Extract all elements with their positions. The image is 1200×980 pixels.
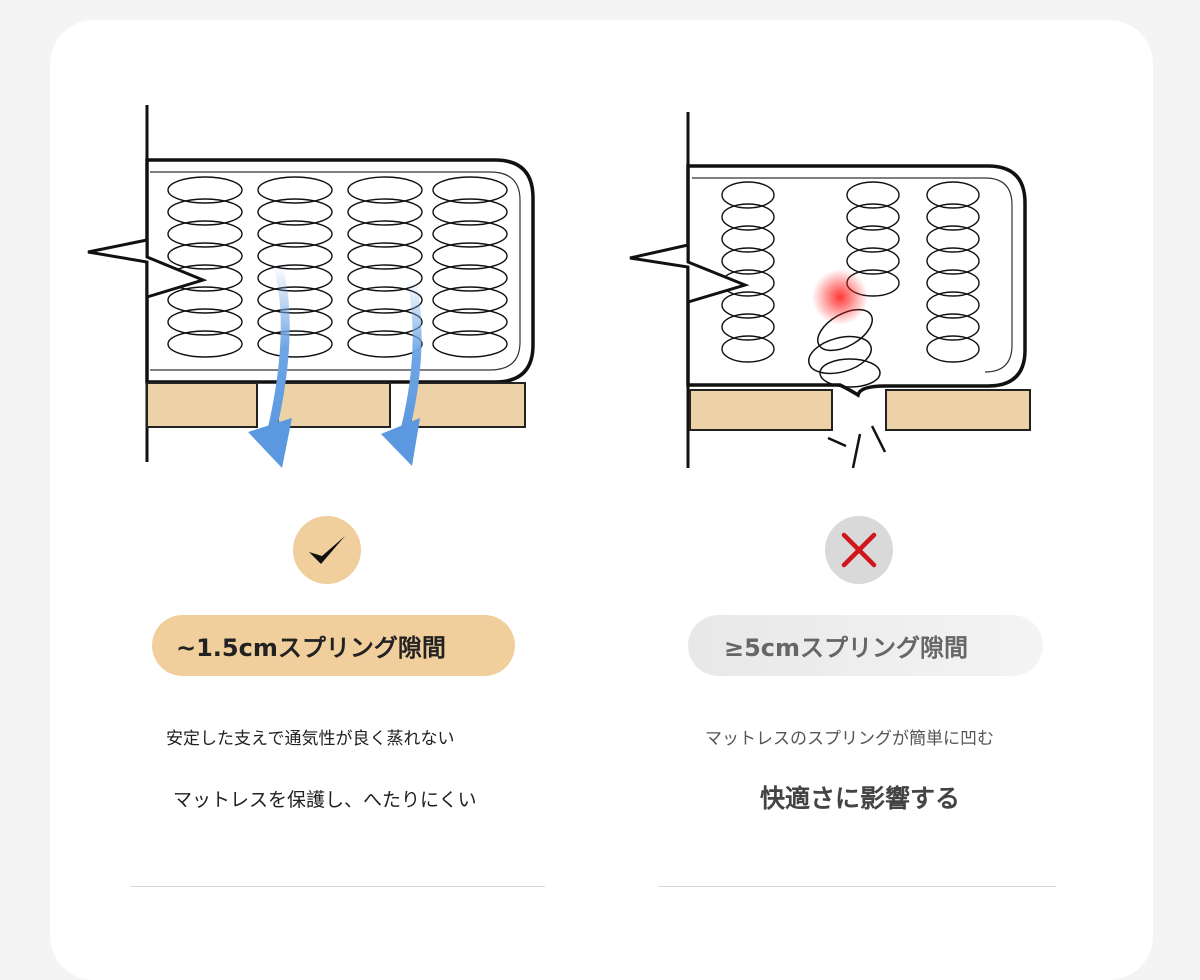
spring-coil bbox=[347, 242, 423, 270]
slat bbox=[885, 389, 1031, 431]
break-mark bbox=[87, 238, 208, 300]
collapsed-spring bbox=[819, 358, 881, 388]
impact-line bbox=[870, 425, 887, 453]
spring-coil bbox=[432, 308, 508, 336]
airflow-arrow bbox=[400, 279, 422, 432]
spring-coil bbox=[432, 264, 508, 292]
spring-coil bbox=[846, 181, 900, 209]
good-benefit-1: 安定した支えで通気性が良く蒸れない bbox=[166, 729, 455, 749]
spring-coil bbox=[721, 313, 775, 341]
good-slat-illustration bbox=[87, 105, 535, 468]
spring-coil bbox=[926, 313, 980, 341]
spring-coil bbox=[347, 308, 423, 336]
spring-coil bbox=[167, 242, 243, 270]
slat bbox=[410, 382, 526, 428]
spring-coil bbox=[846, 225, 900, 253]
bad-drawback-2: 快適さに影響する bbox=[760, 784, 961, 813]
spring-coil bbox=[926, 269, 980, 297]
spring-coil bbox=[721, 225, 775, 253]
mattress bbox=[145, 158, 535, 384]
spring-coil bbox=[167, 220, 243, 248]
bad-gap-label: ≥5cmスプリング隙間 bbox=[688, 615, 1043, 676]
spring-coil bbox=[167, 308, 243, 336]
spring-coil bbox=[347, 220, 423, 248]
spring-coil bbox=[432, 220, 508, 248]
spring-coil bbox=[926, 203, 980, 231]
airflow-arrow-head bbox=[381, 418, 420, 466]
springs bbox=[167, 176, 508, 358]
springs bbox=[721, 181, 980, 363]
spring-coil bbox=[257, 330, 333, 358]
spring-coil bbox=[257, 220, 333, 248]
cross-icon bbox=[825, 516, 893, 584]
checkmark-badge bbox=[293, 516, 361, 584]
spring-coil bbox=[432, 198, 508, 226]
slat bbox=[689, 389, 833, 431]
spring-coil bbox=[926, 335, 980, 363]
airflow-arrow bbox=[267, 263, 290, 432]
collapsed-spring bbox=[808, 335, 872, 375]
spring-coil bbox=[846, 203, 900, 231]
spring-coil bbox=[432, 286, 508, 314]
divider bbox=[130, 886, 545, 887]
spring-coil bbox=[257, 242, 333, 270]
spring-coil bbox=[257, 308, 333, 336]
impact-line bbox=[851, 433, 862, 469]
spring-coil bbox=[257, 198, 333, 226]
spring-coil bbox=[167, 198, 243, 226]
divider bbox=[658, 886, 1056, 887]
spring-coil bbox=[432, 176, 508, 204]
slat bbox=[146, 382, 258, 428]
spring-coil bbox=[721, 291, 775, 319]
spring-coil bbox=[257, 176, 333, 204]
spring-coil bbox=[926, 291, 980, 319]
airflow-arrow-head bbox=[248, 418, 292, 468]
spring-coil bbox=[926, 247, 980, 275]
spring-coil bbox=[347, 264, 423, 292]
spring-coil bbox=[926, 225, 980, 253]
spring-coil bbox=[846, 247, 900, 275]
good-gap-label: ~1.5cmスプリング隙間 bbox=[152, 615, 515, 676]
spring-coil bbox=[167, 286, 243, 314]
spring-coil bbox=[347, 330, 423, 358]
spring-coil bbox=[432, 242, 508, 270]
bad-slat-illustration bbox=[629, 112, 1031, 469]
good-benefit-2: マットレスを保護し、へたりにくい bbox=[173, 789, 477, 811]
checkmark-icon bbox=[293, 516, 361, 584]
pressure-point bbox=[812, 269, 868, 325]
impact-line bbox=[827, 436, 847, 448]
cross-badge bbox=[825, 516, 893, 584]
spring-coil bbox=[257, 286, 333, 314]
spring-coil bbox=[347, 176, 423, 204]
spring-coil bbox=[347, 286, 423, 314]
spring-coil bbox=[257, 264, 333, 292]
spring-coil bbox=[432, 330, 508, 358]
spring-coil bbox=[721, 203, 775, 231]
mattress-illustrations bbox=[87, 105, 1031, 469]
break-mark bbox=[629, 243, 750, 305]
spring-coil bbox=[721, 181, 775, 209]
spring-coil bbox=[926, 181, 980, 209]
spring-coil bbox=[721, 247, 775, 275]
spring-coil bbox=[721, 335, 775, 363]
spring-coil bbox=[167, 176, 243, 204]
spring-coil bbox=[347, 198, 423, 226]
slat bbox=[277, 382, 391, 428]
bad-drawback-1: マットレスのスプリングが簡単に凹む bbox=[705, 729, 994, 749]
spring-coil bbox=[167, 330, 243, 358]
